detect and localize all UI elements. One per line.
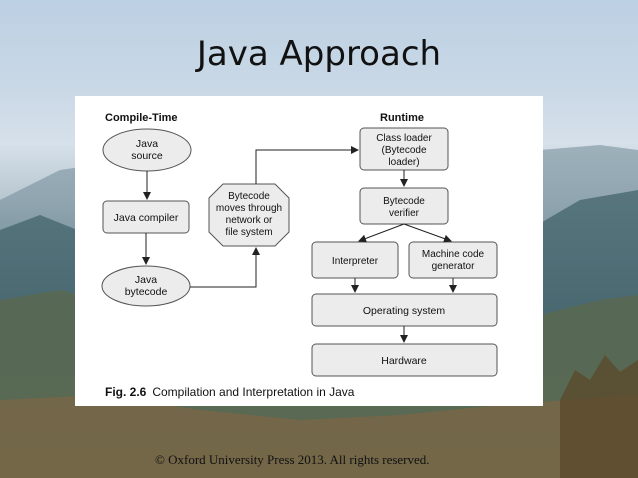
bytecode-moves-line-4: file system bbox=[225, 227, 272, 238]
node-bytecode-moves: Bytecode moves through network or file s… bbox=[208, 183, 290, 247]
caption-text: Compilation and Interpretation in Java bbox=[152, 385, 355, 399]
node-class-loader: Class loader (Bytecode loader) bbox=[359, 127, 449, 171]
bytecode-verifier-line-2: verifier bbox=[389, 208, 420, 219]
copyright-notice: © Oxford University Press 2013. All righ… bbox=[155, 452, 430, 467]
node-java-bytecode: Java bytecode bbox=[101, 265, 191, 307]
slide-title: Java Approach bbox=[196, 34, 442, 74]
hardware-label: Hardware bbox=[381, 355, 427, 367]
header-compile-time: Compile-Time bbox=[105, 112, 178, 124]
bytecode-moves-line-2: moves through bbox=[216, 203, 282, 214]
node-operating-system: Operating system bbox=[311, 293, 498, 327]
bytecode-moves-line-3: network or bbox=[226, 215, 273, 226]
operating-system-label: Operating system bbox=[363, 305, 446, 317]
flow-diagram: Compile-Time Runtime Java source Java co… bbox=[101, 112, 498, 377]
node-java-source: Java source bbox=[102, 128, 192, 172]
arrow-verifier-to-machine-code bbox=[403, 223, 452, 243]
caption-number: Fig. 2.6 bbox=[105, 385, 147, 399]
node-java-compiler: Java compiler bbox=[102, 200, 190, 234]
figure-caption: Fig. 2.6 Compilation and Interpretation i… bbox=[105, 385, 354, 399]
header-runtime: Runtime bbox=[380, 112, 424, 124]
machine-code-line-1: Machine code bbox=[422, 249, 485, 260]
node-interpreter: Interpreter bbox=[311, 241, 399, 279]
arrow-network-to-class-loader bbox=[255, 146, 359, 184]
java-source-line-1: Java bbox=[136, 138, 158, 150]
node-machine-code-generator: Machine code generator bbox=[408, 241, 498, 279]
node-hardware: Hardware bbox=[311, 343, 498, 377]
machine-code-line-2: generator bbox=[432, 261, 475, 272]
java-source-line-2: source bbox=[131, 150, 163, 162]
interpreter-label: Interpreter bbox=[332, 256, 379, 267]
arrow-verifier-to-interpreter bbox=[358, 223, 405, 243]
bytecode-verifier-line-1: Bytecode bbox=[383, 196, 425, 207]
class-loader-line-3: loader) bbox=[388, 157, 419, 168]
node-bytecode-verifier: Bytecode verifier bbox=[359, 187, 449, 225]
class-loader-line-2: (Bytecode bbox=[381, 145, 426, 156]
class-loader-line-1: Class loader bbox=[376, 133, 432, 144]
java-bytecode-line-2: bytecode bbox=[125, 286, 168, 298]
java-bytecode-line-1: Java bbox=[135, 274, 157, 286]
java-compiler-label: Java compiler bbox=[114, 212, 179, 224]
bytecode-moves-line-1: Bytecode bbox=[228, 191, 270, 202]
arrow-bytecode-to-network bbox=[190, 247, 260, 288]
java-flow-figure: Compile-Time Runtime Java source Java co… bbox=[75, 96, 543, 406]
